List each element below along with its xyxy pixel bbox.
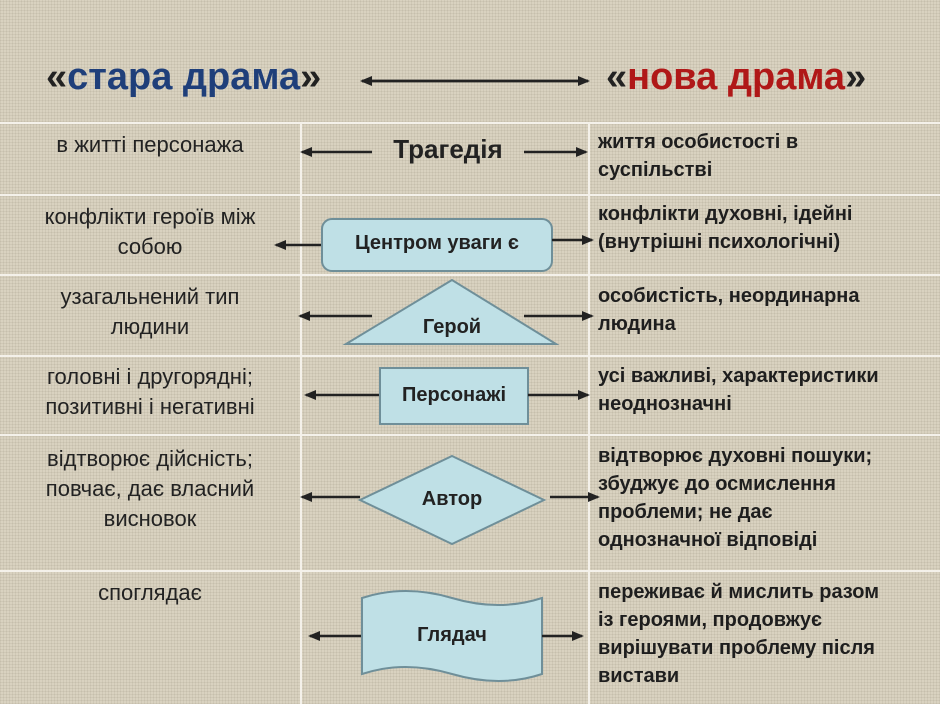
row6-right-text: переживає й мислить разом із героями, пр… [598, 578, 934, 690]
row4-right-text: усі важливі, характеристики неоднозначні [598, 362, 934, 418]
row3-left-text: узагальнений тип людини [0, 282, 300, 342]
row2-center-label: Центром уваги є [355, 232, 519, 254]
title-new-word: нова драма [627, 56, 846, 98]
grid-line-vertical-left [300, 122, 302, 704]
row1-left-text: в житті персонажа [0, 130, 300, 160]
row1-left-line1: в житті персонажа [56, 132, 244, 157]
row6-left-line1: споглядає [98, 580, 202, 605]
characters-rect [379, 367, 529, 425]
row3-right-text: особистість, неординарна людина [598, 282, 934, 338]
row1-right-text: життя особистості в суспільстві [598, 128, 934, 184]
grid-line-top [0, 122, 940, 124]
row5-right-line1: відтворює духовні пошуки; [598, 445, 873, 467]
row3-center-label: Герой [422, 316, 482, 338]
row6-right-line3: вирішувати проблему після [598, 637, 875, 659]
row4-right-line1: усі важливі, характеристики [598, 365, 879, 387]
hero-triangle [342, 278, 560, 345]
title-new-drama: «нова драма» [606, 56, 866, 99]
row4-right-line2: неоднозначні [598, 393, 732, 415]
row4-left-line1: головні і другорядні; [47, 364, 253, 389]
title-new-close-quote: » [845, 56, 867, 98]
row5-right-line4: однозначної відповіді [598, 529, 818, 551]
row3-right-line2: людина [598, 313, 676, 335]
row6-center-label: Глядач [417, 624, 487, 646]
row2-right-line1: конфлікти духовні, ідейні [598, 203, 853, 225]
row1-right-line1: життя особистості в [598, 131, 799, 153]
row2-right-text: конфлікти духовні, ідейні (внутрішні пси… [598, 200, 934, 256]
row5-center-label: Автор [421, 488, 483, 510]
row6-right-line2: із героями, продовжує [598, 609, 823, 631]
grid-line-4 [0, 434, 940, 436]
audience-banner [361, 590, 543, 682]
row2-left-line1: конфлікти героїв між [44, 204, 256, 229]
grid-line-vertical-right [588, 122, 590, 704]
title-new-open-quote: « [606, 56, 628, 98]
row4-left-text: головні і другорядні; позитивні і негати… [0, 362, 300, 422]
grid-line-2 [0, 274, 940, 276]
row4-center-label: Персонажі [402, 384, 506, 406]
row3-right-line1: особистість, неординарна [598, 285, 860, 307]
row2-left-line2: собою [117, 234, 183, 259]
row5-left-text: відтворює дійсність; повчає, дає власний… [0, 444, 300, 534]
author-diamond [357, 454, 547, 546]
row4-left-line2: позитивні і негативні [45, 394, 255, 419]
grid-line-5 [0, 570, 940, 572]
row6-right-line4: вистави [598, 665, 680, 687]
title-old-word: стара драма [67, 56, 301, 98]
grid-line-3 [0, 355, 940, 357]
row2-left-text: конфлікти героїв між собою [0, 202, 300, 262]
row5-right-line3: проблеми; не дає [598, 501, 773, 523]
row3-left-line2: людини [110, 314, 190, 339]
title-old-drama: «стара драма» [46, 56, 321, 99]
row5-left-line1: відтворює дійсність; [47, 446, 253, 471]
title-old-close-quote: » [300, 56, 322, 98]
row1-right-line2: суспільстві [598, 159, 713, 181]
row5-left-line3: висновок [103, 506, 197, 531]
title-old-open-quote: « [46, 56, 68, 98]
focus-rounded-box [321, 218, 553, 272]
row2-right-line2: (внутрішні психологічні) [598, 231, 841, 253]
grid-line-1 [0, 194, 940, 196]
row5-right-line2: збуджує до осмислення [598, 473, 836, 495]
row5-right-text: відтворює духовні пошуки; збуджує до осм… [598, 442, 934, 554]
row1-center-label: Трагедія [393, 134, 503, 164]
row3-left-line1: узагальнений тип [60, 284, 240, 309]
row6-right-line1: переживає й мислить разом [598, 581, 879, 603]
row5-left-line2: повчає, дає власний [45, 476, 255, 501]
row6-left-text: споглядає [0, 578, 300, 608]
